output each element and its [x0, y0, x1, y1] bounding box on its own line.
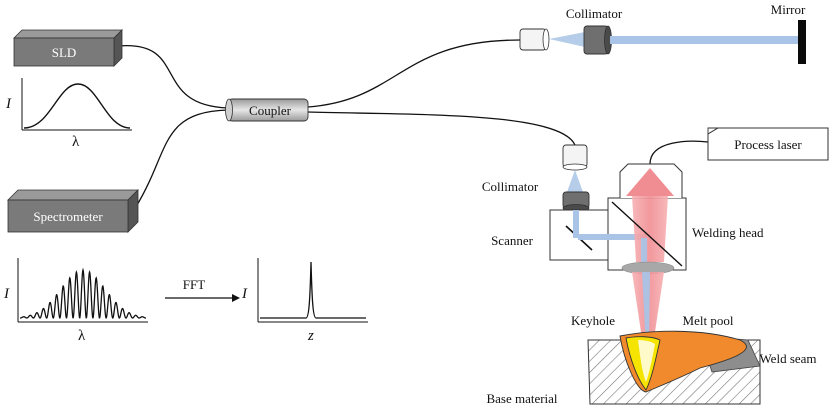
keyhole-label: Keyhole	[571, 313, 615, 328]
fiber-coupler-meas-collimator	[307, 111, 576, 146]
interferogram-curve	[19, 267, 147, 319]
depth-profile-plot: I z	[241, 258, 368, 344]
process-laser: Process laser	[707, 127, 829, 161]
sld-spectrum-plot: I λ	[5, 78, 132, 150]
collimator-mid-label: Collimator	[482, 179, 539, 194]
depth-axis-label: z	[307, 328, 314, 344]
melt-pool-label: Melt pool	[683, 313, 734, 328]
sld-wavelength-axis-label: λ	[72, 134, 80, 150]
interferogram-plot: I λ	[3, 258, 148, 344]
workpiece: Keyhole Melt pool Weld seam Base materia…	[486, 313, 816, 406]
reference-mirror	[798, 20, 806, 64]
base-material-label: Base material	[486, 391, 557, 406]
ref-beam	[610, 36, 798, 44]
interferogram-intensity-axis-label: I	[3, 286, 10, 302]
fiber-sld-coupler	[117, 45, 229, 109]
dichroic-mirror	[611, 201, 683, 267]
sld-intensity-axis-label: I	[5, 96, 12, 112]
welding-head-assembly: Scanner Welding head	[491, 163, 764, 352]
collimator-top-label: Collimator	[566, 6, 623, 21]
depth-intensity-axis-label: I	[241, 286, 248, 302]
fiber-coupler: Coupler	[225, 98, 309, 122]
fiber-spectrometer-coupler	[136, 109, 229, 206]
fft-label: FFT	[183, 277, 205, 292]
mirror-label: Mirror	[771, 2, 806, 17]
depth-peak	[260, 261, 366, 319]
reference-arm: Collimator Mirror	[519, 2, 806, 64]
fiber-process-laser	[649, 140, 709, 165]
measurement-arm: Collimator	[482, 144, 590, 212]
sld-label: SLD	[52, 45, 77, 60]
interferogram-wavelength-axis-label: λ	[78, 328, 86, 344]
spectrometer-label: Spectrometer	[33, 209, 103, 224]
fft-arrow: FFT	[165, 277, 240, 302]
weld-seam-label: Weld seam	[759, 351, 816, 366]
scanner-label: Scanner	[491, 233, 534, 248]
fiber-coupler-ref-collimator	[307, 39, 521, 108]
process-laser-label: Process laser	[734, 137, 802, 152]
sld-source: SLD	[13, 29, 123, 67]
coupler-label: Coupler	[249, 103, 292, 118]
spectrometer: Spectrometer	[7, 189, 139, 233]
ref-fiber-port	[519, 28, 547, 51]
welding-head-label: Welding head	[692, 225, 764, 240]
optical-fibers	[117, 39, 709, 206]
process-laser-beam	[632, 196, 668, 262]
